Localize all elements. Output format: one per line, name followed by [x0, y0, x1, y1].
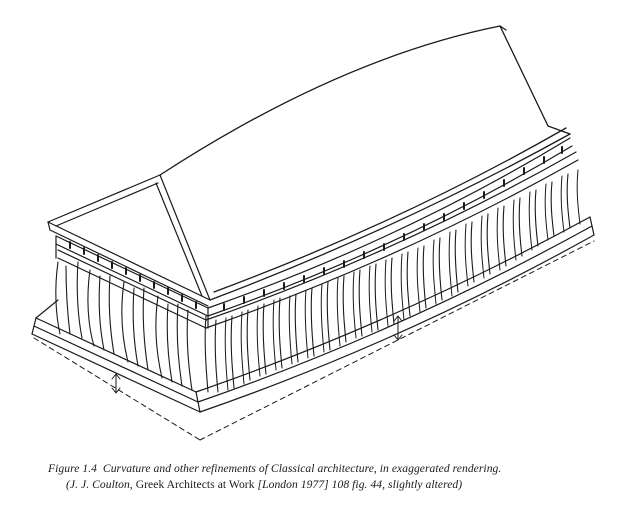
pediment [47, 174, 211, 307]
temple-drawing [31, 25, 595, 441]
caption-citation-rest: [London 1977] 108 fig. 44, slightly alte… [257, 478, 463, 491]
figure-illustration [31, 25, 595, 441]
triglyphs [69, 146, 563, 311]
caption-line-1: Figure 1.4 Curvature and other refinemen… [48, 461, 501, 476]
front-columns [55, 261, 209, 393]
curvature-arrow-front [111, 373, 121, 394]
figure-caption: Figure 1.4 Curvature and other refinemen… [0, 461, 617, 501]
curvature-arrow-side [393, 315, 403, 341]
dashed-reference-lines [33, 240, 595, 441]
caption-line-2: (J. J. Coulton, Greek Architects at Work… [66, 477, 462, 492]
caption-citation-author: (J. J. Coulton, [66, 478, 133, 491]
caption-citation-title: Greek Architects at Work [135, 478, 255, 491]
side-columns-edges [224, 169, 581, 391]
side-columns [214, 173, 571, 393]
roof [159, 25, 571, 301]
figure-label: Figure 1.4 [48, 462, 98, 475]
caption-description: Curvature and other refinements of Class… [102, 462, 502, 475]
capitals-band [57, 151, 579, 329]
